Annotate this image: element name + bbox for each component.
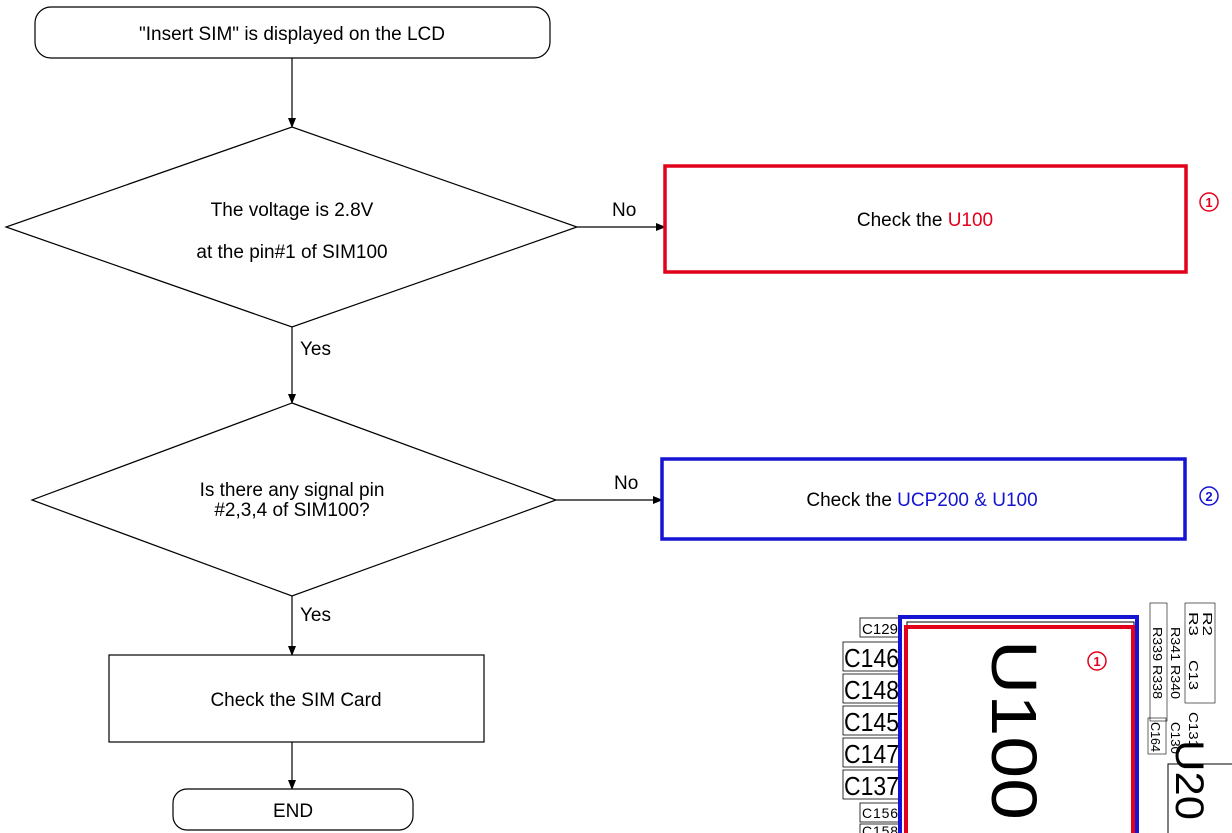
component-label: R338 — [1150, 665, 1165, 699]
marker1-number: 1 — [1205, 195, 1212, 210]
component-label: R2 — [1200, 612, 1215, 636]
action2-prefix: Check the — [806, 490, 897, 511]
left-components: C129 C146 C148 C145 C147 C137 C156 C158 — [842, 617, 901, 833]
decision1-line2: at the pin#1 of SIM100 — [196, 242, 387, 263]
decision1-line1: The voltage is 2.8V — [211, 200, 374, 221]
component-label: R340 — [1168, 665, 1183, 699]
component-label: C146 — [844, 643, 899, 673]
yes2-label: Yes — [300, 605, 331, 626]
marker2-circle — [1199, 486, 1219, 506]
end-text: END — [273, 801, 313, 822]
action1-prefix: Check the — [857, 210, 948, 231]
blue-highlight-box — [898, 615, 1139, 833]
component-label: C145 — [844, 707, 899, 737]
component-label: R341 — [1168, 627, 1183, 661]
action1-box — [663, 164, 1188, 274]
component-label: C129 — [862, 621, 898, 638]
marker1-circle — [1199, 192, 1219, 212]
action1-part: U100 — [948, 210, 993, 231]
no1-label: No — [612, 200, 636, 221]
component-label: C13 — [1186, 660, 1201, 690]
component-label: C137 — [844, 771, 899, 801]
pcb-board-view: C129 C146 C148 C145 C147 C137 C156 C158 … — [842, 602, 1232, 833]
component-label: R339 — [1150, 627, 1165, 661]
red-highlight-box — [904, 625, 1135, 833]
component-label: C148 — [844, 675, 899, 705]
chip-marker-circle — [1087, 651, 1107, 671]
component-label: R3 — [1186, 612, 1201, 636]
chip-marker-number: 1 — [1093, 654, 1100, 669]
action2-part: UCP200 & U100 — [897, 490, 1037, 511]
action3-box — [108, 654, 485, 743]
action2-box — [660, 457, 1187, 541]
right-components: R339 R341 R338 R340 C164 R3 R2 C13 C130 … — [1147, 602, 1216, 755]
component-label: C131 — [1186, 712, 1201, 748]
marker2-number: 2 — [1205, 489, 1212, 504]
component-label: C147 — [844, 739, 899, 769]
chip-label: U100 — [978, 640, 1050, 820]
component-label: C164 — [1148, 722, 1163, 752]
action1-text: Check the U100 — [857, 210, 993, 231]
yes1-label: Yes — [300, 339, 331, 360]
component-label: C158 — [862, 823, 898, 833]
u20-chip-outline — [1167, 763, 1232, 833]
no2-label: No — [614, 473, 638, 494]
action3-text: Check the SIM Card — [210, 690, 381, 711]
end-terminator — [172, 788, 414, 831]
decision2-line2: #2,3,4 of SIM100? — [214, 500, 369, 521]
decision2-line1: Is there any signal pin — [200, 480, 385, 501]
component-label: C156 — [862, 805, 898, 821]
component-label: C130 — [1168, 722, 1183, 754]
start-text: "Insert SIM" is displayed on the LCD — [139, 24, 445, 45]
decision1-diamond — [4, 126, 579, 328]
right-chip-label: U20 — [1167, 740, 1211, 820]
action2-text: Check the UCP200 & U100 — [806, 490, 1037, 511]
